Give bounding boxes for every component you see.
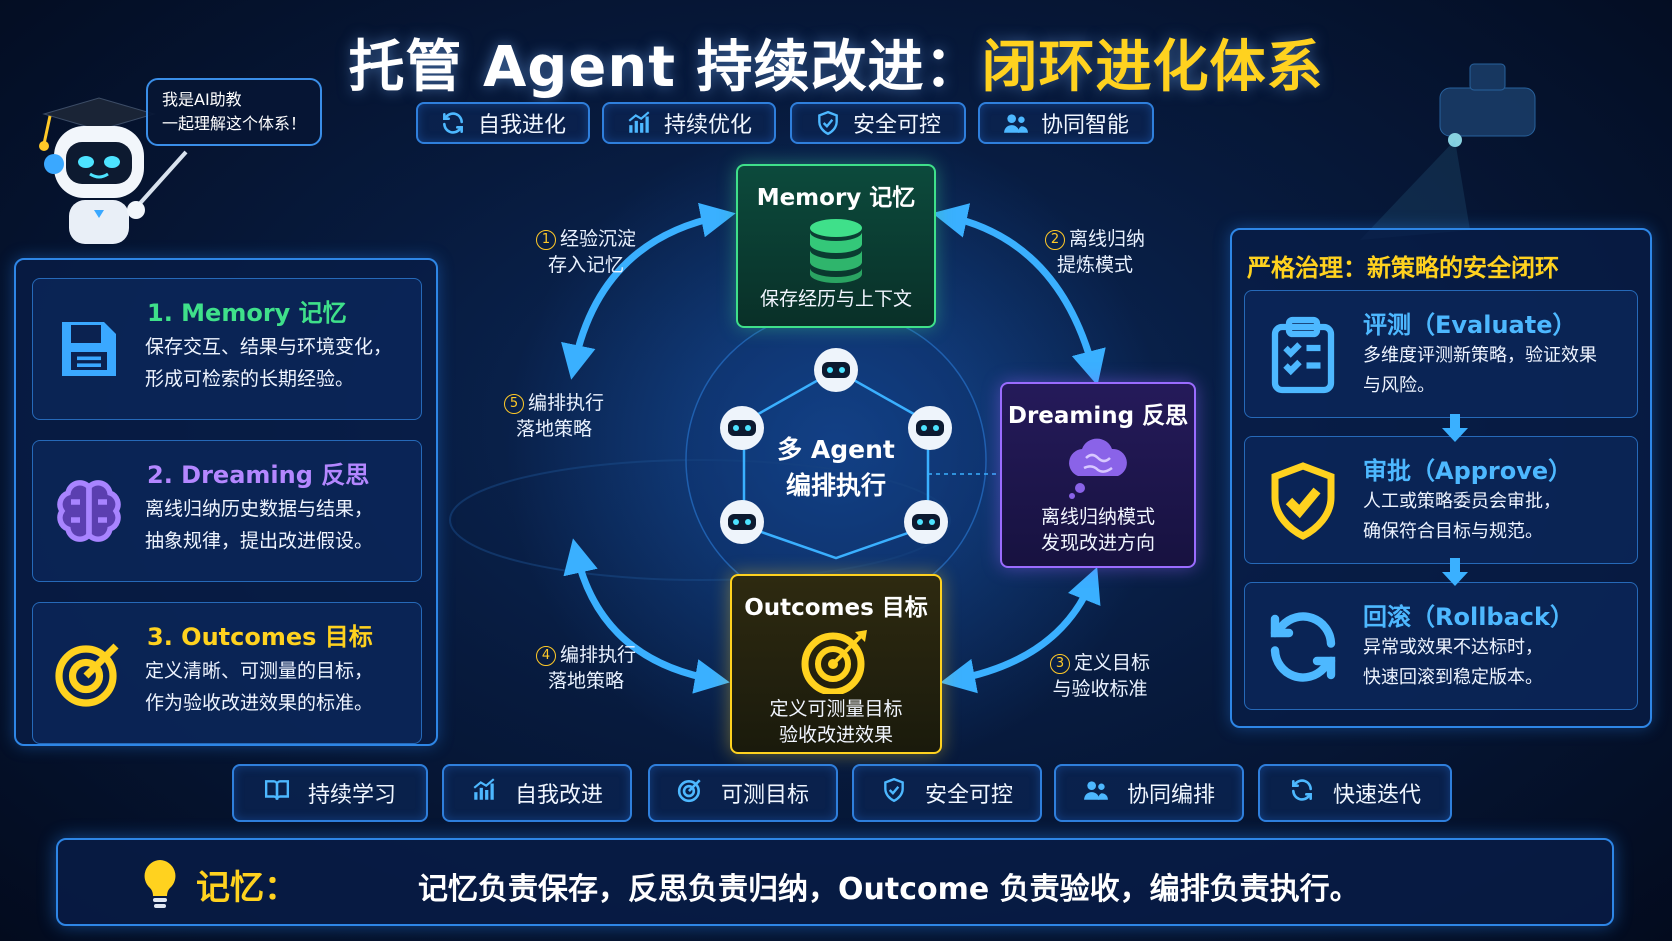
left-card-title: 1. Memory 记忆	[147, 299, 347, 327]
arrow-memory-dreaming	[932, 203, 1106, 386]
target-icon	[801, 630, 867, 694]
submarine-icon	[1360, 63, 1536, 240]
dreaming-node-title: Dreaming 反思	[1007, 403, 1189, 429]
left-card-title: 3. Outcomes 目标	[147, 623, 373, 651]
memory-node: Memory 记忆 保存经历与上下文	[736, 164, 936, 328]
bottom-tag-5[interactable]: 协同编排	[1054, 764, 1244, 822]
left-card-desc: 保存交互、结果与环境变化， 形成可检索的长期经验。	[145, 336, 393, 390]
bottom-tag-label: 快速迭代	[1332, 783, 1421, 808]
assistant-speech-bubble: 我是AI助教 一起理解这个体系！	[146, 78, 322, 146]
bottom-tag-2[interactable]: 自我改进	[442, 764, 632, 822]
arrow-memory-left	[561, 202, 736, 380]
governance-flow-arrows	[1442, 414, 1468, 586]
agent-robot-icon	[720, 406, 764, 450]
memory-node-desc: 保存经历与上下文	[759, 288, 912, 310]
clipboard-check-icon	[1261, 313, 1345, 397]
left-card-3: 3. Outcomes 目标定义清晰、可测量的目标， 作为验收改进效果的标准。	[32, 602, 422, 744]
robot-teacher-icon	[39, 97, 188, 244]
outcomes-node-title: Outcomes 目标	[744, 595, 928, 621]
shield-icon	[881, 777, 913, 809]
top-tag-3[interactable]: 安全可控	[790, 102, 966, 144]
top-tag-label: 持续优化	[663, 113, 752, 138]
governance-item-desc: 异常或效果不达标时， 快速回滚到稳定版本。	[1363, 637, 1543, 688]
top-tag-4[interactable]: 协同智能	[978, 102, 1154, 144]
outcomes-node-desc: 定义可测量目标 验收改进效果	[769, 698, 903, 746]
bottom-tag-6[interactable]: 快速迭代	[1258, 764, 1452, 822]
shield-check-icon	[1261, 459, 1345, 543]
governance-item-desc: 多维度评测新策略，验证效果 与风险。	[1363, 345, 1597, 396]
page-title: 托管 Agent 持续改进：闭环进化体系	[0, 22, 1672, 103]
refresh-icon	[440, 110, 466, 136]
lightbulb-icon	[144, 860, 176, 908]
outcomes-node: Outcomes 目标 定义可测量目标 验收改进效果	[730, 574, 942, 754]
summary-bar: 记忆： 记忆负责保存，反思负责归纳，Outcome 负责验收，编排负责执行。	[56, 838, 1614, 926]
governance-item-3: 回滚（Rollback） 异常或效果不达标时， 快速回滚到稳定版本。	[1244, 582, 1638, 710]
book-icon	[264, 777, 296, 809]
refresh-icon	[1261, 605, 1345, 689]
governance-item-title: 评测（Evaluate）	[1363, 311, 1577, 339]
database-icon	[810, 219, 862, 283]
target-icon	[53, 637, 125, 709]
arrow-outcomes-left	[563, 538, 730, 694]
dreaming-node: Dreaming 反思 离线归纳模式 发现改进方向	[1000, 382, 1196, 568]
bar-chart-icon	[471, 777, 503, 809]
title-main: 托管 Agent 持续改进：	[348, 35, 982, 100]
agent-robot-icon	[908, 406, 952, 450]
agent-robot-icon	[814, 348, 858, 392]
bottom-tag-label: 持续学习	[307, 783, 396, 808]
governance-item-1: 评测（Evaluate） 多维度评测新策略，验证效果 与风险。	[1244, 290, 1638, 418]
arrow-dreaming-outcomes	[940, 567, 1101, 694]
bottom-tag-label: 可测目标	[720, 783, 809, 808]
left-card-1: 1. Memory 记忆保存交互、结果与环境变化， 形成可检索的长期经验。	[32, 278, 422, 420]
center-label: 多 Agent 编排执行	[777, 435, 895, 500]
summary-label: 记忆：	[196, 868, 298, 908]
governance-item-title: 回滚（Rollback）	[1363, 603, 1574, 631]
bottom-tag-label: 协同编排	[1126, 783, 1215, 808]
dreaming-node-desc: 离线归纳模式 发现改进方向	[1040, 506, 1155, 554]
users-icon	[1083, 777, 1115, 809]
brain-icon	[53, 475, 125, 547]
bottom-tag-label: 安全可控	[924, 783, 1013, 808]
top-tag-1[interactable]: 自我进化	[416, 102, 590, 144]
bottom-tag-1[interactable]: 持续学习	[232, 764, 428, 822]
refresh-icon	[1289, 777, 1321, 809]
title-highlight: 闭环进化体系	[981, 35, 1324, 100]
brain-cloud-icon	[1069, 438, 1127, 499]
governance-item-title: 审批（Approve）	[1363, 457, 1573, 485]
agent-robot-icon	[720, 500, 764, 544]
top-tag-label: 安全可控	[852, 113, 941, 138]
floppy-disk-icon	[53, 313, 125, 385]
top-tag-label: 自我进化	[477, 113, 566, 138]
bottom-tag-4[interactable]: 安全可控	[852, 764, 1042, 822]
left-card-title: 2. Dreaming 反思	[147, 461, 370, 489]
left-card-desc: 定义清晰、可测量的目标， 作为验收改进效果的标准。	[145, 660, 374, 714]
governance-item-2: 审批（Approve） 人工或策略委员会审批， 确保符合目标与规范。	[1244, 436, 1638, 564]
top-tag-label: 协同智能	[1040, 113, 1129, 138]
bar-chart-icon	[626, 110, 652, 136]
shield-icon	[815, 110, 841, 136]
memory-node-title: Memory 记忆	[756, 185, 916, 211]
left-card-desc: 离线归纳历史数据与结果， 抽象规律，提出改进假设。	[145, 498, 374, 552]
left-card-2: 2. Dreaming 反思离线归纳历史数据与结果， 抽象规律，提出改进假设。	[32, 440, 422, 582]
governance-item-desc: 人工或策略委员会审批， 确保符合目标与规范。	[1363, 491, 1561, 542]
governance-title: 严格治理：新策略的安全闭环	[1247, 254, 1559, 282]
agent-robot-icon	[904, 500, 948, 544]
bottom-tag-label: 自我改进	[514, 783, 603, 808]
bottom-tag-3[interactable]: 可测目标	[648, 764, 838, 822]
top-tag-2[interactable]: 持续优化	[602, 102, 776, 144]
target-icon	[677, 777, 709, 809]
users-icon	[1003, 110, 1029, 136]
summary-text: 记忆负责保存，反思负责归纳，Outcome 负责验收，编排负责执行。	[418, 872, 1360, 907]
